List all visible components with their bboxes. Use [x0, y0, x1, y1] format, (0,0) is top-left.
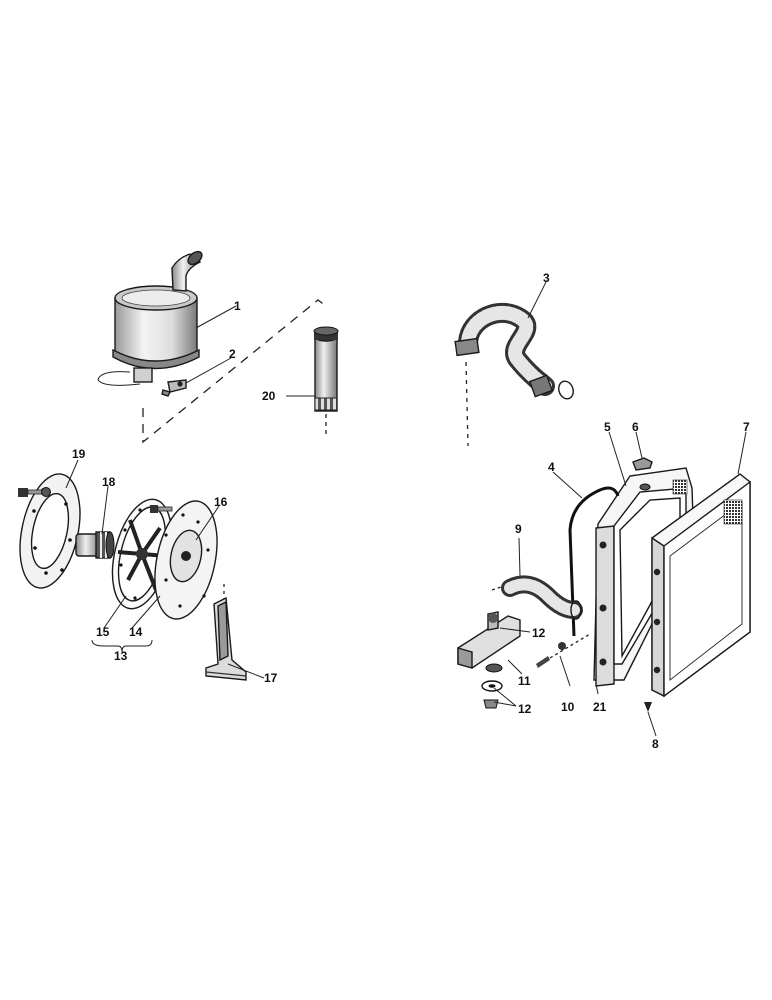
- mounting-bracket: [205, 596, 247, 681]
- callout-7: 7: [743, 420, 750, 434]
- screw: [644, 702, 652, 712]
- coupling: [75, 531, 115, 559]
- callout-6: 6: [632, 420, 639, 434]
- callout-12-upper: 12: [532, 626, 546, 640]
- callout-5: 5: [604, 420, 611, 434]
- callout-12-lower: 12: [518, 702, 532, 716]
- callout-2: 2: [229, 347, 236, 361]
- bolt-10: [536, 642, 566, 668]
- callout-13: 13: [114, 649, 128, 663]
- callout-18: 18: [102, 475, 116, 489]
- callout-16: 16: [214, 495, 228, 509]
- callout-3: 3: [543, 271, 550, 285]
- base-bracket: [457, 611, 521, 669]
- group-brace-13: [91, 639, 153, 653]
- lower-hose: [501, 575, 583, 620]
- callout-10: 10: [561, 700, 575, 714]
- flexible-hose: [454, 303, 574, 400]
- gasket: [19, 473, 81, 589]
- air-cleaner-canister: [97, 250, 203, 386]
- leader-lines: [65, 281, 747, 737]
- callout-14: 14: [129, 625, 143, 639]
- callout-8: 8: [652, 737, 659, 751]
- callout-9: 9: [515, 522, 522, 536]
- callout-19: 19: [72, 447, 86, 461]
- washer-stack: [481, 663, 503, 709]
- callout-11: 11: [518, 674, 531, 688]
- clamp-bracket: [161, 379, 187, 397]
- nut: [41, 487, 51, 497]
- flange-plate: [154, 500, 218, 620]
- overflow-tube: [568, 486, 620, 637]
- bolt-upper: [150, 505, 173, 513]
- callout-20: 20: [262, 389, 276, 403]
- callout-1: 1: [234, 299, 241, 313]
- callout-17: 17: [264, 671, 278, 685]
- exhaust-pipe: [313, 326, 339, 412]
- grille-panel: [651, 473, 751, 698]
- callout-15: 15: [96, 625, 110, 639]
- radiator-cap: [632, 457, 653, 471]
- callout-4: 4: [548, 460, 555, 474]
- callout-21: 21: [593, 700, 607, 714]
